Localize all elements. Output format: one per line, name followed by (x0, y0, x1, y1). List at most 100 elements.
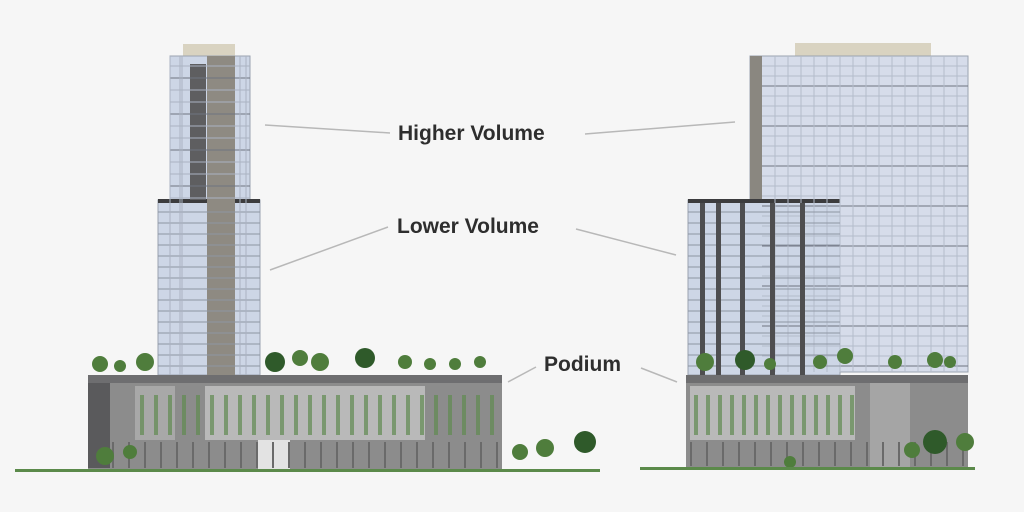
green-fin (168, 395, 172, 435)
ground-line-left (15, 469, 600, 472)
tree (956, 433, 974, 451)
label-podium: Podium (544, 353, 621, 376)
fin (448, 442, 450, 468)
tree (136, 353, 154, 371)
tree (398, 355, 412, 369)
fin (946, 442, 948, 466)
green-fin (766, 395, 770, 435)
green-fin (790, 395, 794, 435)
fin (416, 442, 418, 468)
fin (400, 442, 402, 468)
green-fin (322, 395, 326, 435)
fin (256, 442, 258, 468)
green-fin (802, 395, 806, 435)
fin (738, 442, 740, 466)
fin (208, 442, 210, 468)
fin (898, 442, 900, 466)
leader-lower-right (575, 228, 677, 256)
right-roof-cap (795, 43, 931, 56)
fin (224, 442, 226, 468)
green-fin (350, 395, 354, 435)
green-fin (814, 395, 818, 435)
tree (355, 348, 375, 368)
fin (802, 442, 804, 466)
tree (292, 350, 308, 366)
leader-higher-right (584, 121, 736, 135)
fin (320, 442, 322, 468)
dark-band (800, 203, 805, 375)
fin (786, 442, 788, 466)
tree (96, 447, 114, 465)
fin (882, 442, 884, 466)
left-roof-cap (183, 44, 235, 56)
fin (464, 442, 466, 468)
tree (92, 356, 108, 372)
green-fin (826, 395, 830, 435)
tree (813, 355, 827, 369)
green-fin (730, 395, 734, 435)
fin (240, 442, 242, 468)
left-floor-lines (158, 56, 260, 375)
dark-band (770, 203, 775, 375)
tree (536, 439, 554, 457)
fin (496, 442, 498, 468)
leader-higher-left (264, 124, 391, 134)
fin (480, 442, 482, 468)
right-building (686, 43, 969, 468)
tree (888, 355, 902, 369)
green-fin (196, 395, 200, 435)
right-podium-fins (690, 395, 964, 466)
fin (930, 442, 932, 466)
fin (818, 442, 820, 466)
fin (834, 442, 836, 466)
left-podium-fins (112, 395, 498, 468)
right-podium-panel (690, 386, 855, 440)
green-fin (224, 395, 228, 435)
tree (311, 353, 329, 371)
tree (764, 358, 776, 370)
green-fin (308, 395, 312, 435)
fin (176, 442, 178, 468)
ground-line-right (640, 467, 975, 470)
leader-podium-right (640, 367, 678, 383)
green-fin (706, 395, 710, 435)
green-fin (280, 395, 284, 435)
green-fin (754, 395, 758, 435)
tree (474, 356, 486, 368)
fin (304, 442, 306, 468)
green-fin (154, 395, 158, 435)
tree (904, 442, 920, 458)
left-core (207, 56, 235, 376)
label-lower-volume: Lower Volume (397, 215, 539, 238)
green-fin (694, 395, 698, 435)
green-fin (392, 395, 396, 435)
tree (784, 456, 796, 468)
fin (722, 442, 724, 466)
tree (449, 358, 461, 370)
green-fin (294, 395, 298, 435)
label-higher-volume: Higher Volume (398, 122, 545, 145)
green-fin (718, 395, 722, 435)
left-building (88, 44, 502, 470)
dark-band (700, 203, 705, 375)
green-fin (778, 395, 782, 435)
green-fin (448, 395, 452, 435)
green-fin (406, 395, 410, 435)
green-fin (378, 395, 382, 435)
tree (696, 353, 714, 371)
green-fin (420, 395, 424, 435)
fin (850, 442, 852, 466)
tree (735, 350, 755, 370)
fin (288, 442, 290, 468)
green-fin (252, 395, 256, 435)
right-podium-top (686, 375, 968, 383)
fin (690, 442, 692, 466)
green-fin (238, 395, 242, 435)
landscaping-trees (92, 348, 974, 468)
right-lower-volume-top (688, 199, 840, 203)
dark-band (716, 203, 721, 375)
green-fin (182, 395, 186, 435)
fin (962, 442, 964, 466)
